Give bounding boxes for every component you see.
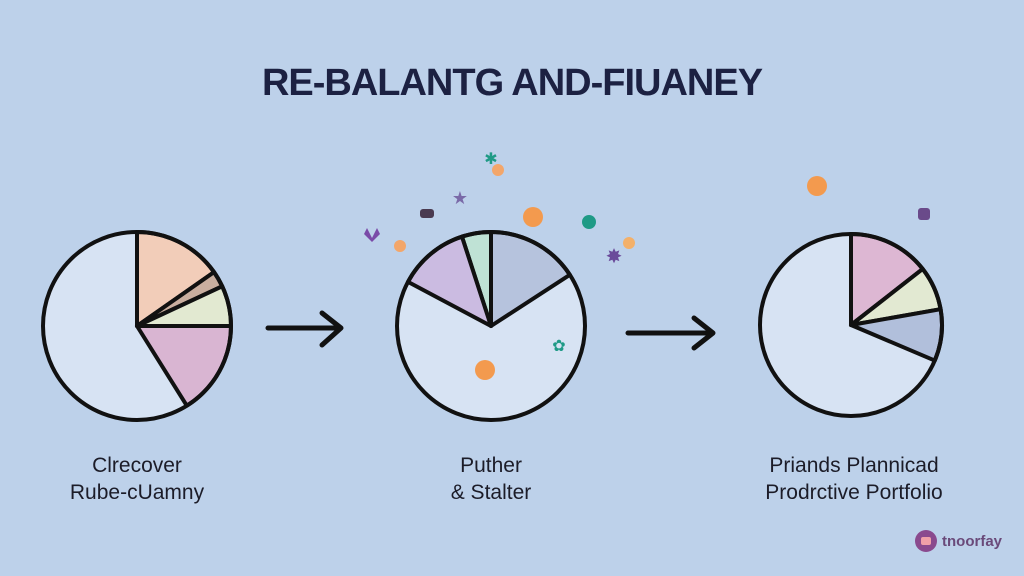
caption-line: Rube-cUamny	[69, 481, 205, 504]
caption-line: Priands Plannicad	[769, 454, 939, 477]
pie-chart-target	[758, 232, 944, 418]
star-icon: ✸	[606, 246, 623, 268]
coin-icon	[475, 360, 495, 380]
pie-outline	[41, 230, 233, 422]
robot-icon	[420, 209, 434, 218]
arrow-right-icon	[625, 315, 716, 351]
confetti-icons: ✱ ★ ✸ ✿	[364, 151, 930, 380]
caption-line: Clrecover	[92, 454, 182, 477]
badge-icon	[582, 215, 596, 229]
pie-outline	[395, 230, 587, 422]
coin-icon	[394, 240, 406, 252]
brand-name: tnoorfay	[942, 532, 1002, 550]
brand-logo: tnoorfay	[915, 530, 1002, 552]
caption-current: Clrecover Rube-cUamny	[37, 452, 237, 506]
caption-line: & Stalter	[450, 481, 532, 504]
pie-outline	[758, 232, 944, 418]
coin-icon	[492, 164, 504, 176]
arrow-right-icon	[265, 310, 344, 348]
page-title: RE-BALANTG AND-FIUANEY	[261, 62, 763, 104]
coin-icon	[623, 237, 635, 249]
star-icon: ★	[452, 188, 468, 208]
heart-icon	[364, 228, 380, 242]
pie-chart-adjust	[395, 230, 587, 422]
caption-adjust: Puther & Stalter	[391, 452, 591, 506]
brand-icon	[915, 530, 937, 552]
badge-icon	[918, 208, 930, 220]
flower-icon: ✿	[552, 338, 565, 355]
caption-target: Priands Plannicad Prodrctive Portfolio	[724, 452, 984, 506]
coin-icon	[807, 176, 827, 196]
coin-icon	[523, 207, 543, 227]
caption-line: Prodrctive Portfolio	[765, 481, 943, 504]
caption-line: Puther	[460, 454, 522, 477]
pie-chart-current	[41, 230, 233, 422]
star-icon: ✱	[484, 151, 497, 168]
